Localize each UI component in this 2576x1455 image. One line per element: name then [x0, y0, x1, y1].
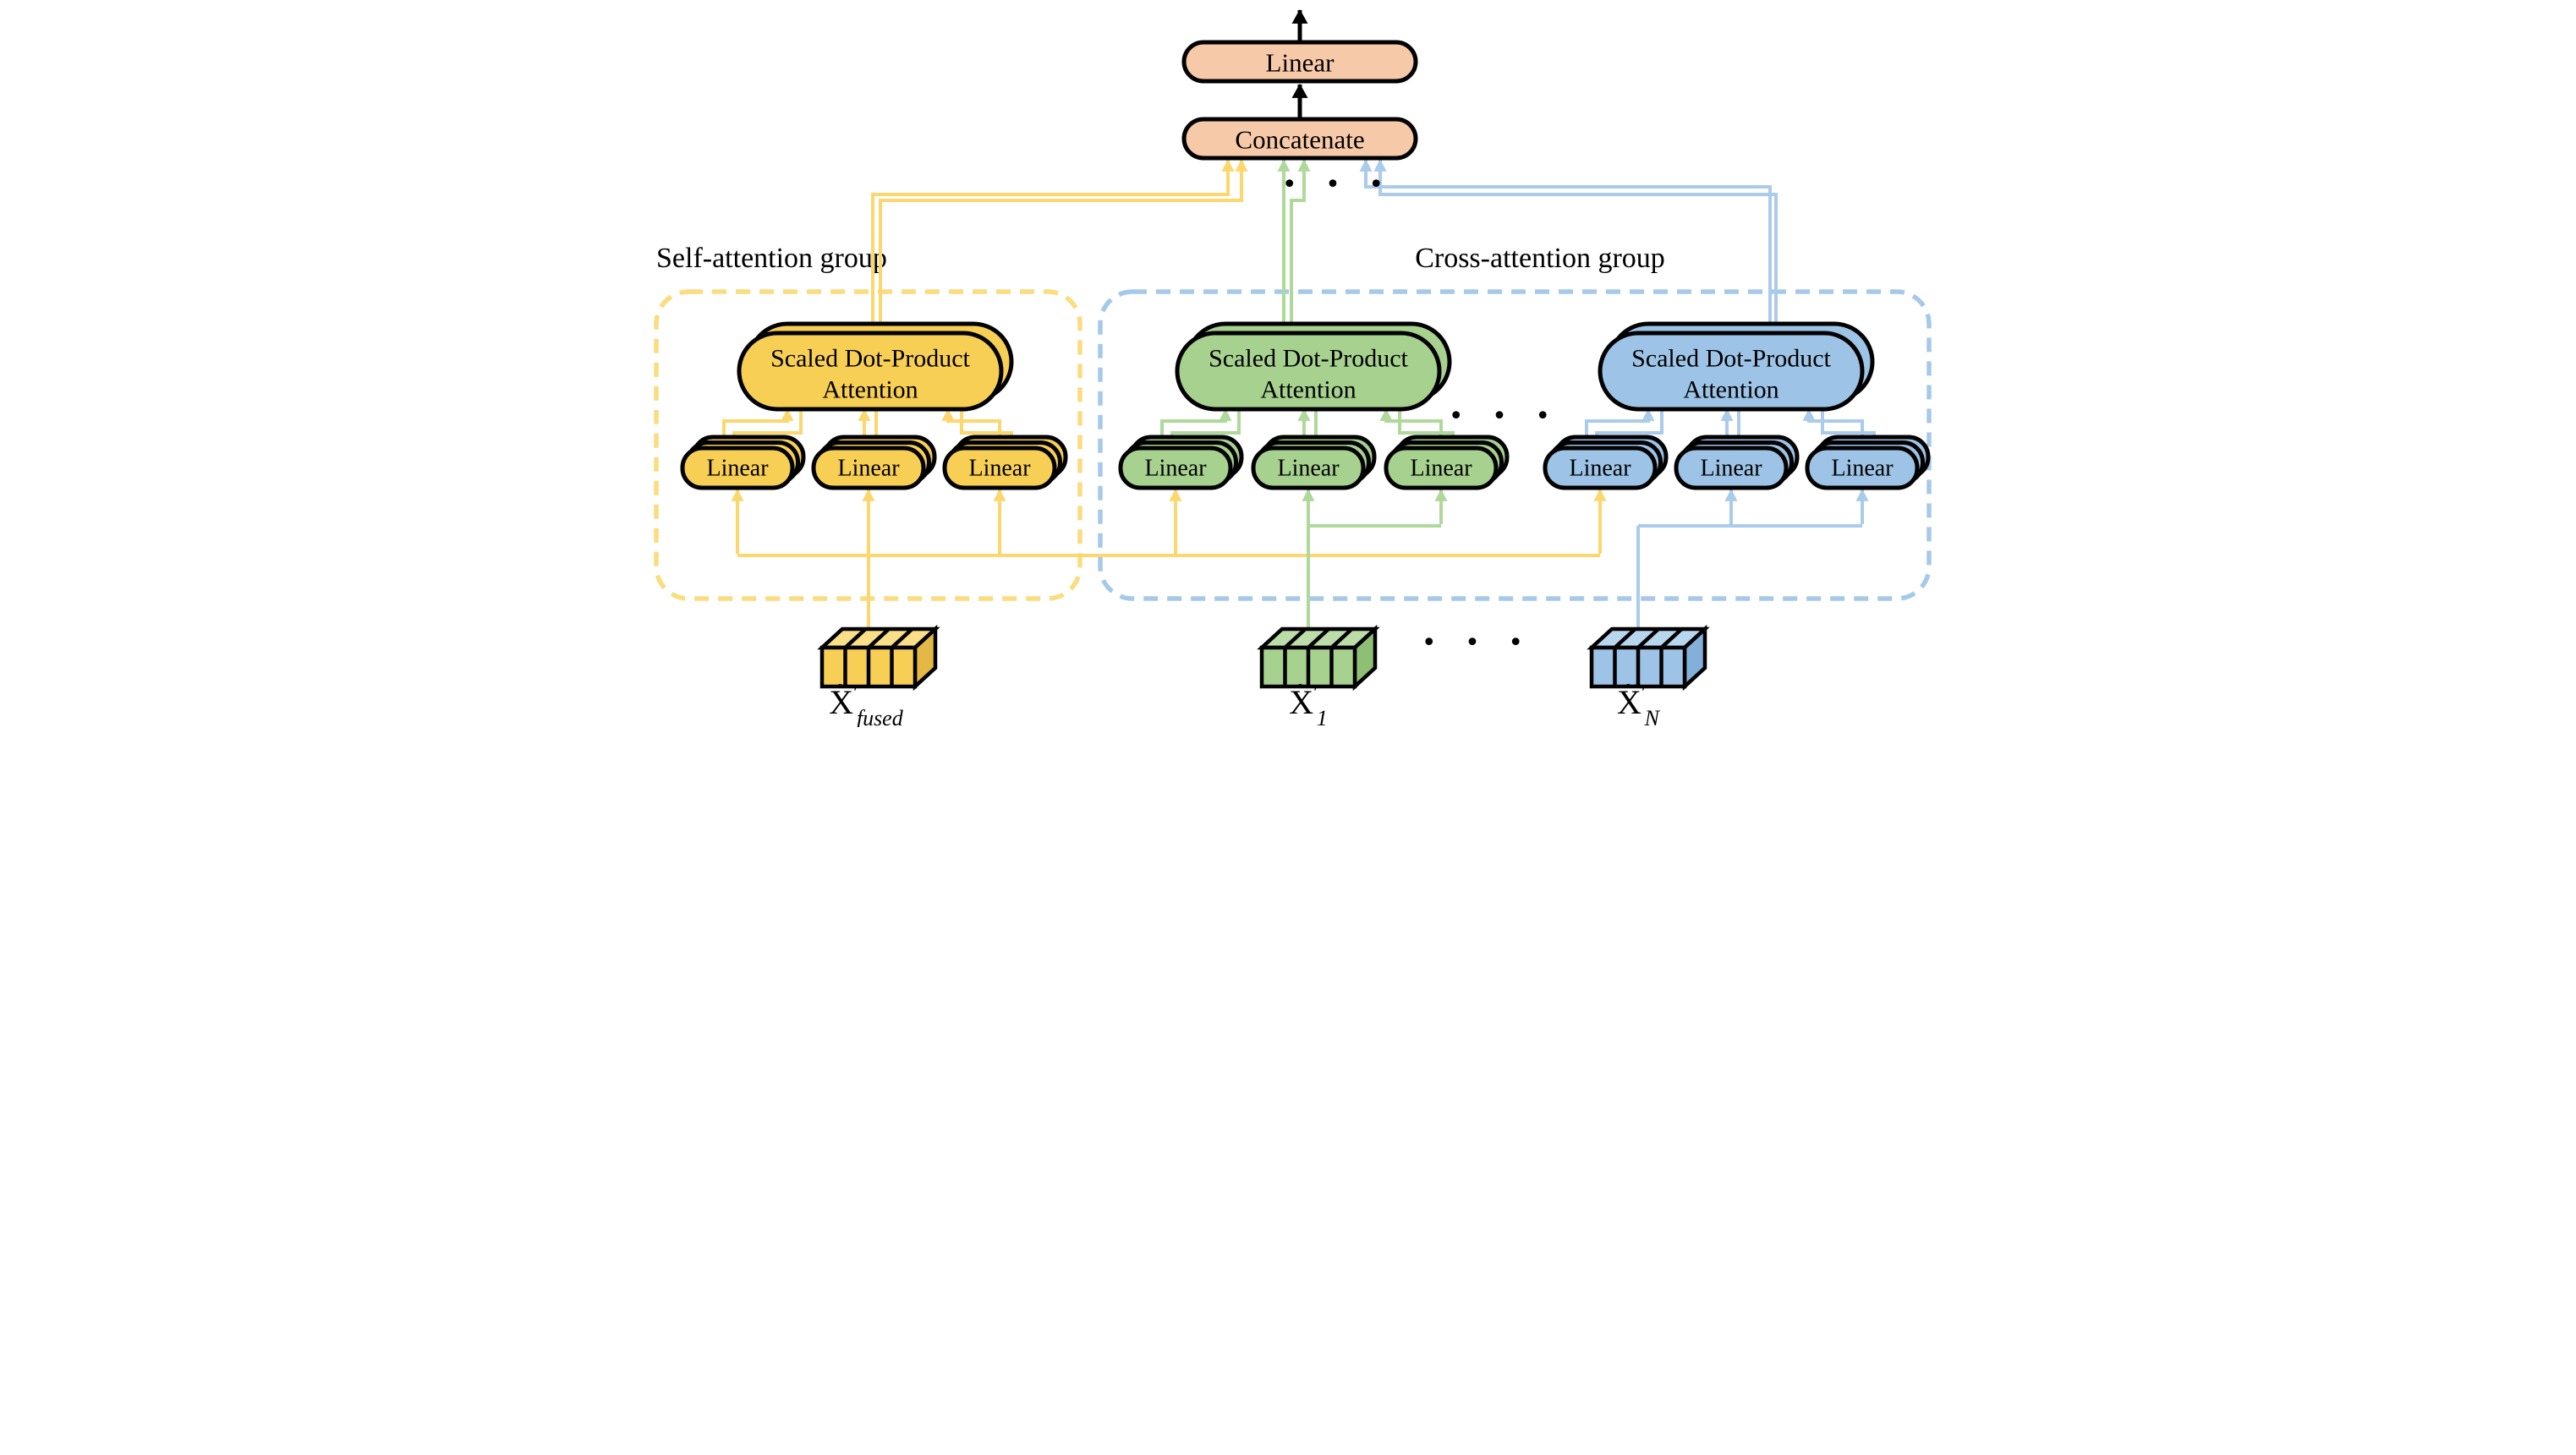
- self-linear2-label: Linear: [837, 456, 900, 482]
- x1-subscript: 1: [1316, 706, 1327, 727]
- arrow-cross1-head2-to-concat: [1289, 158, 1310, 330]
- ellipsis-concat-level: • • •: [1281, 170, 1393, 200]
- arrow-crossN-linear1-to-attention: [1584, 408, 1654, 448]
- cross1-attention-box: [1175, 331, 1441, 412]
- arrow-self-head1-to-concat: [870, 158, 1234, 330]
- crossN-linear1-label: Linear: [1569, 456, 1631, 482]
- diagram-canvas: Self-attention group Cross-attention gro…: [644, 0, 1932, 727]
- concatenate-label: Concatenate: [1235, 125, 1364, 155]
- input-tensor-fused: X̃′fused: [816, 624, 940, 727]
- final-linear-label: Linear: [1265, 48, 1335, 78]
- arrow-cross1-linear1-to-attention: [1159, 408, 1231, 448]
- input-tensor-xN: X̃′N: [1586, 624, 1710, 727]
- self-attention-label-line1: Scaled Dot-Product: [770, 345, 970, 373]
- xN-prime: ′: [1641, 681, 1646, 705]
- self-attention-box: [737, 331, 1003, 412]
- crossN-linear3-label: Linear: [1831, 456, 1894, 482]
- input-tensor-x1: X̃′1: [1256, 624, 1380, 727]
- xN-symbol: X̃: [1617, 683, 1642, 721]
- arrow-self-head2-to-concat: [878, 158, 1247, 330]
- self-linear2-box: [811, 446, 925, 490]
- self-linear3-label: Linear: [968, 456, 1031, 482]
- final-linear-box: [1181, 40, 1417, 84]
- crossN-linear-2: Linear: [1674, 435, 1799, 490]
- self-linear-3: Linear: [942, 435, 1067, 490]
- crossN-attention-label-line1: Scaled Dot-Product: [1631, 345, 1831, 373]
- cross1-attention-label-line1: Scaled Dot-Product: [1209, 345, 1408, 373]
- x1-tensor-top-divider: [1306, 627, 1330, 649]
- x1-prime: ′: [1313, 681, 1318, 705]
- cross1-linear2-label: Linear: [1277, 456, 1340, 482]
- crossN-linear-3: Linear: [1805, 435, 1930, 490]
- cross-attention-group-label: Cross-attention group: [1415, 243, 1665, 274]
- self-linear1-label: Linear: [706, 456, 769, 482]
- self-linear-1: Linear: [680, 435, 805, 490]
- fused-symbol: X̃: [829, 683, 853, 721]
- xN-tensor-top-divider: [1636, 627, 1660, 649]
- fused-input-label: X̃′fused: [829, 681, 903, 727]
- multi-head-attention-diagram: Self-attention group Cross-attention gro…: [644, 0, 1932, 727]
- crossN-linear3-box: [1805, 446, 1919, 490]
- arrow-self-linear1-to-attention: [721, 408, 793, 448]
- cross-attention-group-border: [1097, 289, 1932, 601]
- xN-tensor-top-divider: [1613, 627, 1636, 649]
- fused-query-routing: [731, 488, 1606, 636]
- self-attention-group: Scaled Dot-Product Attention Linear Line…: [680, 321, 1067, 490]
- self-attention-group-label: Self-attention group: [656, 243, 887, 274]
- xN-input-label: X̃′N: [1617, 681, 1661, 727]
- crossN-linear2-label: Linear: [1700, 456, 1762, 482]
- x1-tensor-top-divider: [1329, 627, 1353, 649]
- xN-subscript: N: [1643, 706, 1660, 727]
- arrow-crossN-head1-to-concat: [1359, 158, 1772, 330]
- crossN-linear1-box: [1543, 446, 1657, 490]
- cross1-linear1-label: Linear: [1144, 456, 1207, 482]
- crossN-linear2-box: [1674, 446, 1788, 490]
- cross1-linear-1: Linear: [1118, 435, 1243, 490]
- fused-prime: ′: [853, 681, 858, 705]
- cross1-attention-label-line2: Attention: [1260, 376, 1356, 404]
- modalityN-kv-routing: [1636, 488, 1868, 636]
- fused-tensor-top-divider: [890, 627, 913, 649]
- fused-subscript: fused: [856, 706, 903, 727]
- crossN-attention-box: [1598, 331, 1864, 412]
- self-linear1-box: [680, 446, 794, 490]
- cross1-linear-2: Linear: [1251, 435, 1376, 490]
- cross1-linear1-box: [1118, 446, 1232, 490]
- fused-tensor-top-divider: [866, 627, 891, 649]
- arrow-crossN-head2-to-concat: [1373, 158, 1778, 330]
- ellipsis-input-level: • • •: [1421, 628, 1532, 658]
- output-stack: Linear Concatenate: [1181, 8, 1417, 161]
- xN-tensor-top-divider: [1659, 627, 1683, 649]
- x1-symbol: X̃: [1289, 683, 1313, 721]
- ellipsis-group-level: • • •: [1448, 402, 1559, 431]
- modality1-kv-routing: [1302, 488, 1447, 636]
- concat-input-arrows: • • •: [870, 158, 1778, 330]
- self-linear-2: Linear: [811, 435, 936, 490]
- crossN-linear-1: Linear: [1543, 435, 1668, 490]
- cross-attention-group-N: Scaled Dot-Product Attention Linear Line…: [1543, 321, 1930, 490]
- fused-tensor-top-divider: [843, 627, 867, 649]
- concatenate-box: [1181, 117, 1417, 161]
- cross1-linear3-box: [1384, 446, 1498, 490]
- cross1-linear-3: Linear: [1384, 435, 1509, 490]
- cross1-linear2-box: [1251, 446, 1365, 490]
- self-linear3-box: [942, 446, 1056, 490]
- self-attention-label-line2: Attention: [822, 376, 918, 404]
- crossN-attention-label-line2: Attention: [1683, 376, 1779, 404]
- cross-attention-group-1: Scaled Dot-Product Attention Linear Line…: [1118, 321, 1509, 490]
- x1-tensor-top-divider: [1283, 627, 1307, 649]
- x1-input-label: X̃′1: [1289, 681, 1328, 727]
- cross1-linear3-label: Linear: [1410, 456, 1472, 482]
